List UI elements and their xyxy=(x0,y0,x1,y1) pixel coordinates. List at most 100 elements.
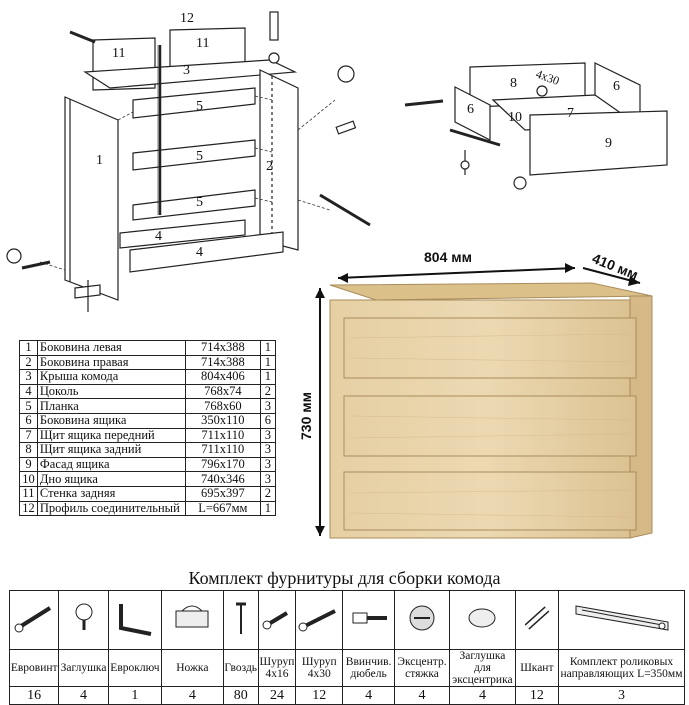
svg-text:4: 4 xyxy=(196,245,203,260)
drawer-exploded-diagram: 8 6 6 7 10 9 4x30 xyxy=(404,62,668,190)
cam-cap-icon xyxy=(464,608,500,637)
hardware-icon-cell xyxy=(514,590,560,650)
hardware-label: Шуруп 4x30 xyxy=(295,649,344,687)
part-quantity: 2 xyxy=(259,485,277,502)
part-size: 768x60 xyxy=(185,398,261,414)
hardware-count: 12 xyxy=(514,686,560,705)
part-name: Цоколь xyxy=(36,383,187,400)
svg-text:1: 1 xyxy=(96,153,103,168)
hardware-count: 24 xyxy=(257,686,297,705)
hardware-label: Гвоздь xyxy=(222,649,259,687)
part-number: 10 xyxy=(19,471,38,487)
part-quantity: 1 xyxy=(259,340,277,356)
hardware-count: 80 xyxy=(222,686,259,705)
part-number: 9 xyxy=(19,456,38,473)
part-size: 714x388 xyxy=(185,354,261,371)
hardware-icon-cell xyxy=(393,590,451,650)
part-quantity: 3 xyxy=(259,442,277,458)
wood-dowel-icon xyxy=(519,605,555,637)
part-quantity: 1 xyxy=(259,369,277,385)
part-number: 12 xyxy=(19,500,38,517)
long-screw-icon xyxy=(297,608,341,637)
hardware-count: 16 xyxy=(8,686,60,705)
part-number: 5 xyxy=(19,398,38,414)
hardware-count: 4 xyxy=(342,686,395,705)
hardware-count: 3 xyxy=(558,686,685,705)
hardware-count: 4 xyxy=(449,686,516,705)
part-name: Планка xyxy=(36,398,187,414)
width-dimension: 804 мм xyxy=(424,249,472,265)
hardware-icon-cell xyxy=(107,590,163,650)
part-size: 695x397 xyxy=(185,485,261,502)
hardware-title: Комплект фурнитуры для сборки комода xyxy=(188,568,501,588)
part-quantity: 3 xyxy=(259,471,277,487)
hardware-count: 4 xyxy=(58,686,109,705)
part-number: 3 xyxy=(19,369,38,385)
hardware-icon-cell xyxy=(257,590,297,650)
part-quantity: 3 xyxy=(259,456,277,473)
hardware-label: Ножка xyxy=(161,649,224,687)
cap-icon xyxy=(69,603,99,640)
part-number: 6 xyxy=(19,412,38,429)
part-number: 1 xyxy=(19,340,38,356)
svg-text:7: 7 xyxy=(567,106,574,121)
part-number: 2 xyxy=(19,354,38,371)
part-number: 4 xyxy=(19,383,38,400)
drawer-slide-icon xyxy=(572,604,672,640)
hardware-label: Ввинчив. дюбель xyxy=(342,649,395,687)
hardware-icon-cell xyxy=(342,590,395,650)
hardware-label: Комплект роликовых направляющих L=350мм xyxy=(558,649,685,687)
svg-text:5: 5 xyxy=(196,149,203,164)
height-dimension: 730 мм xyxy=(298,392,314,440)
part-name: Боковина правая xyxy=(36,354,187,371)
part-number: 11 xyxy=(19,485,38,502)
cam-lock-icon xyxy=(404,605,440,640)
hardware-count: 4 xyxy=(161,686,224,705)
svg-text:8: 8 xyxy=(510,76,517,91)
svg-text:10: 10 xyxy=(508,110,522,125)
hardware-icon-cell xyxy=(8,590,60,650)
part-name: Щит ящика передний xyxy=(36,427,187,444)
hardware-label: Евровинт xyxy=(8,649,60,687)
part-name: Дно ящика xyxy=(36,471,187,487)
hardware-icon-cell xyxy=(295,590,344,650)
hardware-count: 12 xyxy=(295,686,344,705)
part-quantity: 1 xyxy=(259,354,277,371)
part-number: 7 xyxy=(19,427,38,444)
hardware-icon-cell xyxy=(58,590,109,650)
svg-text:4: 4 xyxy=(155,229,162,244)
part-name: Крыша комода xyxy=(36,369,187,385)
part-number: 8 xyxy=(19,442,38,458)
part-quantity: 2 xyxy=(259,383,277,400)
svg-text:11: 11 xyxy=(196,36,209,51)
part-quantity: 3 xyxy=(259,398,277,414)
hardware-count: 1 xyxy=(107,686,163,705)
hardware-label: Эксцентр. стяжка xyxy=(393,649,451,687)
svg-text:2: 2 xyxy=(266,159,273,174)
svg-text:3: 3 xyxy=(183,63,190,78)
eurovint-screw-icon xyxy=(12,605,56,640)
part-quantity: 3 xyxy=(259,427,277,444)
hardware-label: Шуруп 4x16 xyxy=(257,649,297,687)
part-size: 740x346 xyxy=(185,471,261,487)
part-size: 711x110 xyxy=(185,442,261,458)
short-screw-icon xyxy=(259,610,295,637)
svg-text:5: 5 xyxy=(196,195,203,210)
part-size: 804x406 xyxy=(185,369,261,385)
part-quantity: 1 xyxy=(259,500,277,517)
part-name: Боковина левая xyxy=(36,340,187,356)
part-name: Фасад ящика xyxy=(36,456,187,473)
hardware-label: Евроключ xyxy=(107,649,163,687)
chest-of-drawers-view xyxy=(315,263,653,539)
svg-text:6: 6 xyxy=(467,102,474,117)
part-size: 714x388 xyxy=(185,340,261,356)
